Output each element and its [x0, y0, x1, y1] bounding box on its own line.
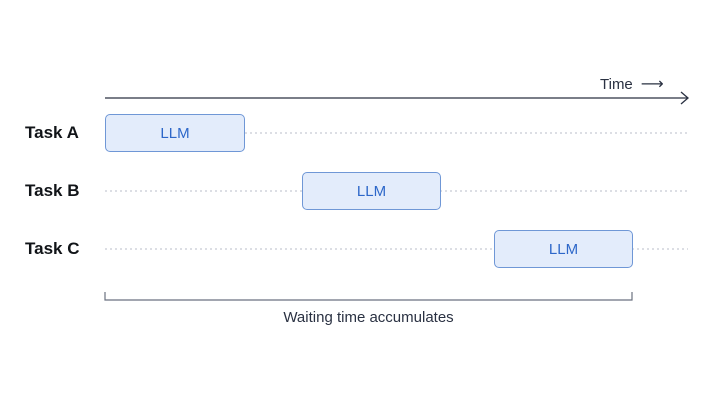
- task-a-llm-block: LLM: [105, 114, 245, 152]
- time-axis-label: Time ⟶: [600, 76, 690, 93]
- arrow-right-icon: ⟶: [640, 75, 664, 93]
- task-c-label: Task C: [25, 239, 80, 258]
- task-a-label: Task A: [25, 123, 79, 142]
- task-b-label: Task B: [25, 181, 80, 200]
- task-b-llm-block: LLM: [302, 172, 441, 210]
- waiting-time-label: Waiting time accumulates: [283, 309, 454, 326]
- task-b-llm-label: LLM: [356, 182, 387, 200]
- task-c-llm-label: LLM: [548, 240, 579, 258]
- waiting-time-bracket: [104, 292, 633, 301]
- task-a-llm-label: LLM: [160, 124, 190, 142]
- time-axis-arrowhead: [680, 91, 689, 105]
- time-axis-label-text: Time: [600, 76, 633, 93]
- task-c-llm-block: LLM: [494, 230, 633, 268]
